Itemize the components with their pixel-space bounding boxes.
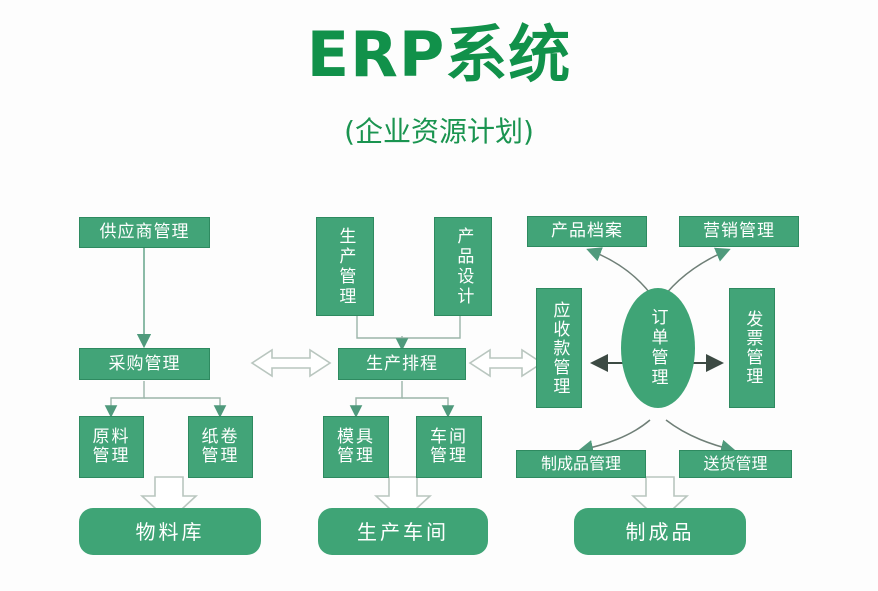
block-arrow-scheduling-receivables [468,348,544,378]
node-finished-goods[interactable]: 制成品 [574,508,746,555]
link-production-merge [356,316,461,351]
node-raw-material-management[interactable]: 原料 管理 [79,416,144,478]
node-production-scheduling[interactable]: 生产排程 [338,348,466,380]
node-paper-roll-management[interactable]: 纸卷 管理 [188,416,253,478]
node-invoice-management[interactable]: 发票管理 [729,288,775,408]
link-purchasing-fork [104,381,227,418]
node-receivables-management[interactable]: 应收款管理 [536,288,582,408]
node-material-warehouse[interactable]: 物料库 [79,508,261,555]
node-delivery-management[interactable]: 送货管理 [679,450,792,478]
page-subtitle: (企业资源计划) [344,115,534,148]
node-order-management[interactable]: 订单管理 [621,288,695,408]
node-production-management[interactable]: 生产管理 [316,217,374,316]
node-marketing-management[interactable]: 营销管理 [679,216,799,247]
block-arrow-purchasing-scheduling [250,348,332,378]
node-production-workshop[interactable]: 生产车间 [318,508,488,555]
node-purchasing-management[interactable]: 采购管理 [79,348,210,380]
node-product-archive[interactable]: 产品档案 [527,216,647,247]
link-order-to-delivery [665,419,736,455]
node-supplier-management[interactable]: 供应商管理 [79,217,210,248]
link-order-to-finished-goods-mgmt [578,419,651,455]
node-workshop-management[interactable]: 车间 管理 [416,416,482,478]
node-mold-management[interactable]: 模具 管理 [323,416,389,478]
node-product-design[interactable]: 产品设计 [434,217,492,316]
node-finished-goods-management[interactable]: 制成品管理 [516,450,646,478]
link-scheduling-fork [349,381,455,418]
page-title: ERP系统 [306,18,572,91]
